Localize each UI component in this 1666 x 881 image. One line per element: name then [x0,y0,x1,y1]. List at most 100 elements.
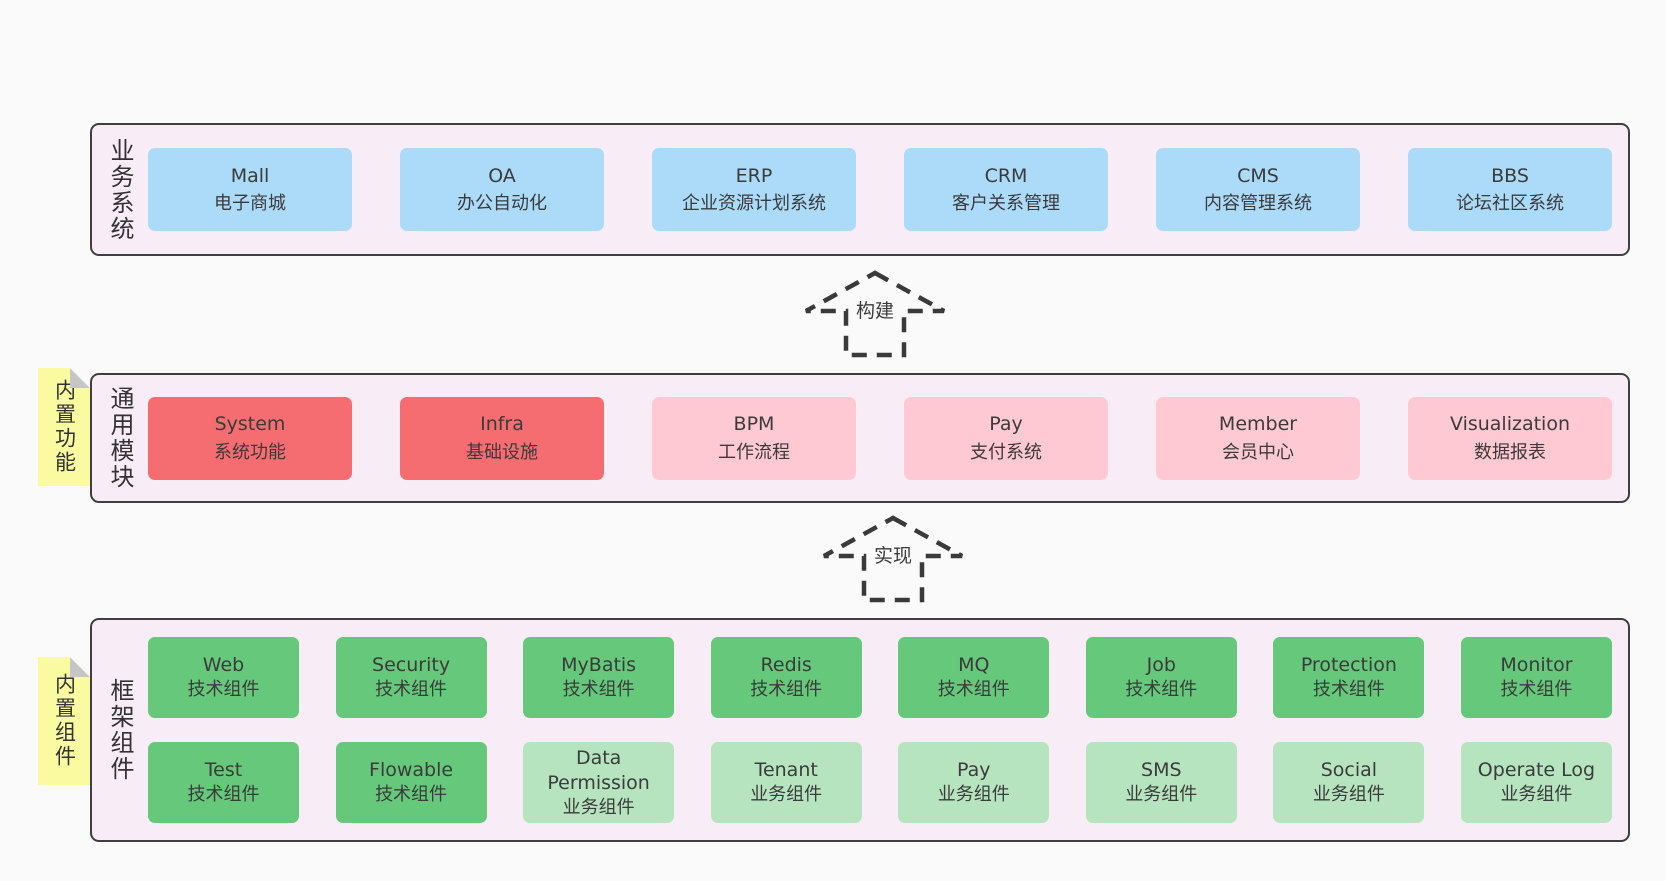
box-name: OA [488,164,516,187]
box-web: Web 技术组件 [148,637,299,718]
box-oa: OA 办公自动化 [400,148,604,231]
sticky-note-label: 内置组件 [52,673,77,769]
components-row-1: Web 技术组件 Security 技术组件 MyBatis 技术组件 Redi… [148,637,1612,718]
box-security: Security 技术组件 [335,637,487,718]
components-row-2: Test 技术组件 Flowable 技术组件 Data Permission … [148,742,1612,823]
box-job: Job 技术组件 [1085,637,1237,718]
box-subtitle: 技术组件 [187,679,260,701]
box-subtitle: 基础设施 [466,441,538,463]
box-subtitle: 技术组件 [937,679,1010,701]
box-name: Pay [957,759,991,782]
layer-title-business-systems: 业务系统 [106,137,134,242]
box-erp: ERP 企业资源计划系统 [652,148,856,231]
box-name: ERP [735,164,773,187]
box-protection: Protection 技术组件 [1273,637,1425,718]
sticky-note-built-in-components: 内置组件 [38,657,90,785]
box-subtitle: 技术组件 [375,784,448,806]
layer-title-common-modules: 通用模块 [106,386,134,490]
box-name: Infra [480,413,524,436]
box-name: Protection [1300,654,1397,677]
box-name: System [214,413,286,436]
box-subtitle: 内容管理系统 [1204,193,1312,215]
box-name: Visualization [1449,413,1570,436]
sticky-note-label: 内置功能 [52,379,77,475]
box-subtitle: 技术组件 [750,679,823,701]
box-name: Operate Log [1477,759,1596,782]
box-system: System 系统功能 [148,396,352,480]
box-subtitle: 论坛社区系统 [1456,193,1564,215]
box-mall: Mall 电子商城 [148,148,352,231]
box-subtitle: 业务组件 [1312,784,1385,806]
box-name: CRM [984,164,1028,187]
box-name: CMS [1237,164,1279,187]
box-subtitle: 业务组件 [1125,784,1198,806]
box-name: BBS [1491,164,1529,187]
box-data-permission: Data Permission 业务组件 [523,742,675,823]
box-social: Social 业务组件 [1273,742,1425,823]
box-subtitle: 技术组件 [187,784,260,806]
box-name: Tenant [754,759,818,782]
box-cms: CMS 内容管理系统 [1156,148,1360,231]
layer-title-column: 框架组件 [92,620,148,840]
box-name: SMS [1141,759,1182,782]
box-name: Member [1218,413,1298,436]
box-subtitle: 工作流程 [718,441,790,463]
box-subtitle: 客户关系管理 [952,193,1060,215]
layer-title-column: 业务系统 [92,125,148,254]
box-bbs: BBS 论坛社区系统 [1408,148,1612,231]
box-subtitle: 办公自动化 [457,193,547,215]
box-subtitle: 技术组件 [1125,679,1198,701]
box-subtitle: 系统功能 [214,441,286,463]
implement-arrow-label: 实现 [868,541,918,568]
box-subtitle: 技术组件 [1500,679,1573,701]
box-subtitle: 技术组件 [375,679,448,701]
layer-title-framework-components: 框架组件 [106,678,134,782]
business-systems-row: Mall 电子商城 OA 办公自动化 ERP 企业资源计划系统 CRM 客户关系… [148,125,1628,254]
box-subtitle: 企业资源计划系统 [682,193,826,215]
box-member: Member 会员中心 [1156,396,1360,480]
box-flowable: Flowable 技术组件 [335,742,487,823]
box-pay-business: Pay 业务组件 [898,742,1050,823]
layer-title-column: 通用模块 [92,375,148,501]
box-test: Test 技术组件 [148,742,299,823]
sticky-note-built-in-features: 内置功能 [38,368,90,486]
box-subtitle: 业务组件 [750,784,823,806]
box-name: MyBatis [561,654,637,677]
layer-framework-components: 框架组件 Web 技术组件 Security 技术组件 MyBatis 技术组件… [90,618,1630,842]
box-name: MQ [958,654,990,677]
box-subtitle: 支付系统 [970,441,1042,463]
box-subtitle: 会员中心 [1222,441,1294,463]
box-mybatis: MyBatis 技术组件 [523,637,675,718]
box-subtitle: 技术组件 [562,679,635,701]
box-monitor: Monitor 技术组件 [1460,637,1612,718]
box-tenant: Tenant 业务组件 [710,742,862,823]
box-redis: Redis 技术组件 [710,637,862,718]
box-pay: Pay 支付系统 [904,396,1108,480]
box-mq: MQ 技术组件 [898,637,1050,718]
box-name: Test [204,759,243,782]
box-sms: SMS 业务组件 [1085,742,1237,823]
box-name: BPM [733,413,775,436]
box-subtitle: 业务组件 [1500,784,1573,806]
box-name: Social [1320,759,1378,782]
box-visualization: Visualization 数据报表 [1408,396,1612,480]
box-name: Flowable [369,759,454,782]
build-arrow-label: 构建 [850,296,900,323]
box-name: Redis [760,654,812,677]
box-operate-log: Operate Log 业务组件 [1460,742,1612,823]
box-bpm: BPM 工作流程 [652,396,856,480]
common-modules-row: System 系统功能 Infra 基础设施 BPM 工作流程 Pay 支付系统… [148,375,1628,501]
framework-components-grid: Web 技术组件 Security 技术组件 MyBatis 技术组件 Redi… [148,620,1628,840]
box-subtitle: 电子商城 [214,193,286,215]
box-subtitle: 业务组件 [562,796,635,818]
box-name: Pay [989,413,1023,436]
box-name: Monitor [1500,654,1573,677]
box-crm: CRM 客户关系管理 [904,148,1108,231]
implement-arrow-icon: 实现 [821,515,965,603]
box-name: Security [372,654,451,677]
layer-business-systems: 业务系统 Mall 电子商城 OA 办公自动化 ERP 企业资源计划系统 CRM… [90,123,1630,256]
up-block-arrow-icon [822,515,964,603]
up-block-arrow-icon [804,270,946,358]
box-name: Web [202,654,245,677]
box-name: Mall [230,164,270,187]
